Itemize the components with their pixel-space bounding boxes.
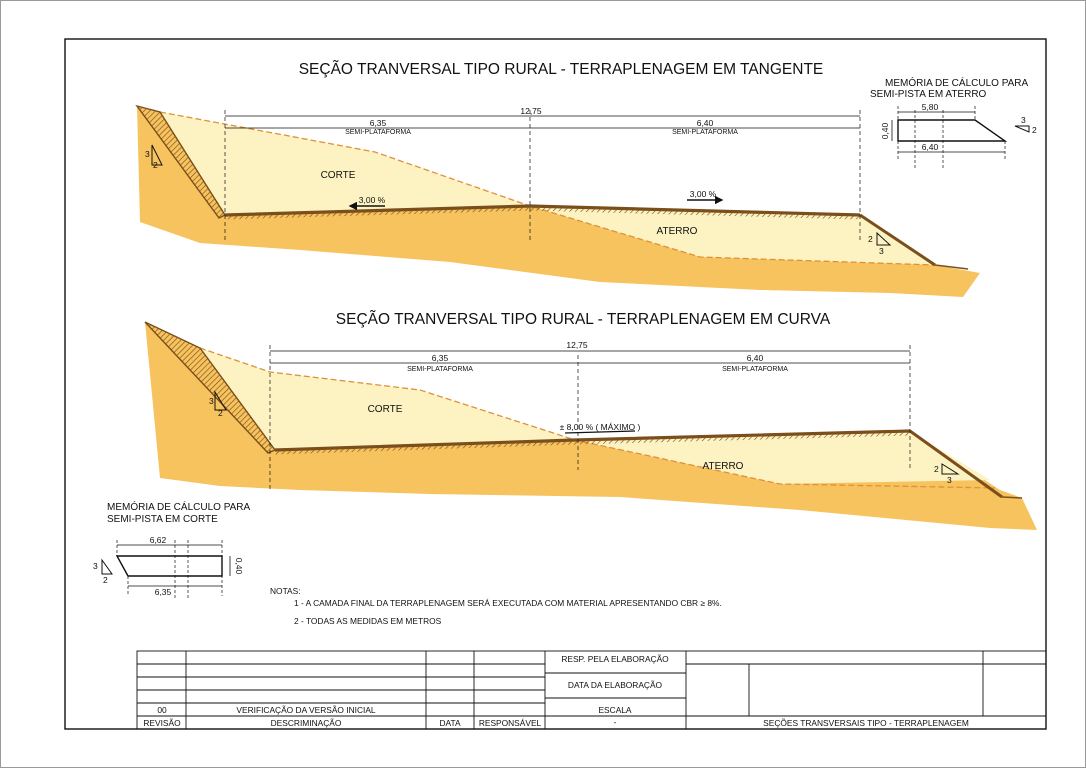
cut-ratio-h-tangent: 2 <box>153 160 158 170</box>
tb-date-label: DATA DA ELABORAÇÃO <box>568 680 663 690</box>
fill-zone-tangent <box>530 206 935 265</box>
cut-ratio-triangle-tangent <box>151 144 163 166</box>
cut-ratio-triangle-curve <box>214 390 227 411</box>
section-tangent-title: SEÇÃO TRANVERSAL TIPO RURAL - TERRAPLENA… <box>299 61 824 78</box>
note-1: 1 - A CAMADA FINAL DA TERRAPLENAGEM SERÁ… <box>294 598 722 608</box>
note-2: 2 - TODAS AS MEDIDAS EM METROS <box>294 616 442 626</box>
fill-ratio-h-curve: 3 <box>947 475 952 485</box>
dim-lines-tangent <box>225 115 860 129</box>
memo-fill: MEMÓRIA DE CÁLCULO PARA SEMI-PISTA EM AT… <box>870 76 1037 170</box>
cut-ratio-h-curve: 2 <box>218 408 223 418</box>
fill-slope-tangent <box>859 213 936 267</box>
slope-left-tangent: 3,00 % <box>359 195 386 205</box>
tb-drawing-title: SEÇÕES TRANSVERSAIS TIPO - TERRAPLENAGEM <box>763 718 969 728</box>
fill-label-tangent: ATERRO <box>657 226 698 237</box>
memo-fill-title-1: MEMÓRIA DE CÁLCULO PARA <box>885 76 1029 89</box>
memo-fill-guides <box>897 106 1006 170</box>
section-curve-title: SEÇÃO TRANVERSAL TIPO RURAL - TERRAPLENA… <box>336 311 831 328</box>
fill-ratio-h-tangent: 3 <box>879 246 884 256</box>
cut-zone-tangent <box>160 112 530 215</box>
guides-curve <box>269 345 911 492</box>
tb-revision-number: 00 <box>157 705 167 715</box>
platform-curve <box>274 429 911 452</box>
memo-fill-ratio-v: 3 <box>1021 115 1026 125</box>
tb-scale-value: - <box>614 717 617 727</box>
terrain-edge-tangent <box>934 264 969 270</box>
slope-right-tangent: 3,00 % <box>690 189 717 199</box>
fill-ratio-triangle-curve <box>941 463 960 475</box>
dim-right-label-tangent: SEMI-PLATAFORMA <box>672 129 738 136</box>
dim-total-tangent: 12,75 <box>520 106 542 116</box>
superelevation-curve: ± 8,00 % ( MÁXIMO ) <box>560 422 641 432</box>
platform-hatch-curve <box>274 432 911 455</box>
dim-lines-curve <box>270 350 910 364</box>
memo-fill-ratio-triangle <box>1014 125 1030 133</box>
cut-ratio-v-curve: 3 <box>209 396 214 406</box>
memo-cut: MEMÓRIA DE CÁLCULO PARA SEMI-PISTA EM CO… <box>93 500 251 600</box>
memo-fill-title-2: SEMI-PISTA EM ATERRO <box>870 89 987 100</box>
memo-cut-bottom-width: 6,35 <box>155 587 172 597</box>
section-tangent: SEÇÃO TRANVERSAL TIPO RURAL - TERRAPLENA… <box>135 61 980 297</box>
dim-left-label-tangent: SEMI-PLATAFORMA <box>345 129 411 136</box>
fill-zone-curve <box>575 431 990 484</box>
fill-ratio-v-tangent: 2 <box>868 234 873 244</box>
dim-right-label-curve: SEMI-PLATAFORMA <box>722 366 788 373</box>
cut-ratio-v-tangent: 3 <box>145 149 150 159</box>
dim-total-curve: 12,75 <box>566 340 588 350</box>
original-terrain-curve <box>199 347 996 489</box>
memo-cut-title-2: SEMI-PISTA EM CORTE <box>107 514 218 525</box>
notes: NOTAS: 1 - A CAMADA FINAL DA TERRAPLENAG… <box>270 586 722 626</box>
superelevation-line-curve <box>564 430 636 434</box>
memo-fill-shape <box>897 119 1008 142</box>
cut-zone-curve <box>200 348 575 450</box>
memo-cut-top-width: 6,62 <box>150 535 167 545</box>
tb-scale-label: ESCALA <box>598 705 631 715</box>
memo-fill-bottom-width: 6,40 <box>922 142 939 152</box>
tb-col-description: DESCRIMINAÇÃO <box>271 718 342 728</box>
memo-fill-top-width: 5,80 <box>922 102 939 112</box>
cut-label-tangent: CORTE <box>321 170 356 181</box>
title-block-text: RESP. PELA ELABORAÇÃO DATA DA ELABORAÇÃO… <box>143 654 968 728</box>
memo-cut-ratio-v: 3 <box>93 561 98 571</box>
cut-label-curve: CORTE <box>368 404 403 415</box>
memo-cut-title-1: MEMÓRIA DE CÁLCULO PARA <box>107 500 251 513</box>
tb-col-date: DATA <box>439 718 461 728</box>
memo-fill-ratio-h: 2 <box>1032 125 1037 135</box>
memo-cut-shape <box>115 555 223 577</box>
dim-right-tangent: 6,40 <box>697 118 714 128</box>
fill-label-curve: ATERRO <box>703 461 744 472</box>
section-curve: SEÇÃO TRANVERSAL TIPO RURAL - TERRAPLENA… <box>144 311 1037 530</box>
tb-col-revision: REVISÃO <box>143 718 181 728</box>
tb-revision-description: VERIFICAÇÃO DA VERSÃO INICIAL <box>236 705 375 715</box>
dim-left-tangent: 6,35 <box>370 118 387 128</box>
fill-ratio-v-curve: 2 <box>934 464 939 474</box>
memo-cut-ratio-h: 2 <box>103 575 108 585</box>
fill-slope-curve <box>909 429 1003 499</box>
dim-left-label-curve: SEMI-PLATAFORMA <box>407 366 473 373</box>
fill-ratio-triangle-tangent <box>876 231 892 246</box>
tb-resp-label: RESP. PELA ELABORAÇÃO <box>561 654 669 664</box>
notes-title: NOTAS: <box>270 586 301 596</box>
platform-tangent <box>224 204 861 217</box>
dim-left-curve: 6,35 <box>432 353 449 363</box>
dim-right-curve: 6,40 <box>747 353 764 363</box>
memo-fill-height: 0,40 <box>880 122 890 139</box>
memo-cut-ratio-triangle <box>101 558 113 575</box>
guides-tangent <box>224 110 861 240</box>
tb-col-responsible: RESPONSÁVEL <box>479 718 542 728</box>
memo-cut-height: 0,40 <box>234 558 244 575</box>
terrain-edge-curve <box>1001 496 1023 499</box>
title-block <box>136 650 1047 730</box>
